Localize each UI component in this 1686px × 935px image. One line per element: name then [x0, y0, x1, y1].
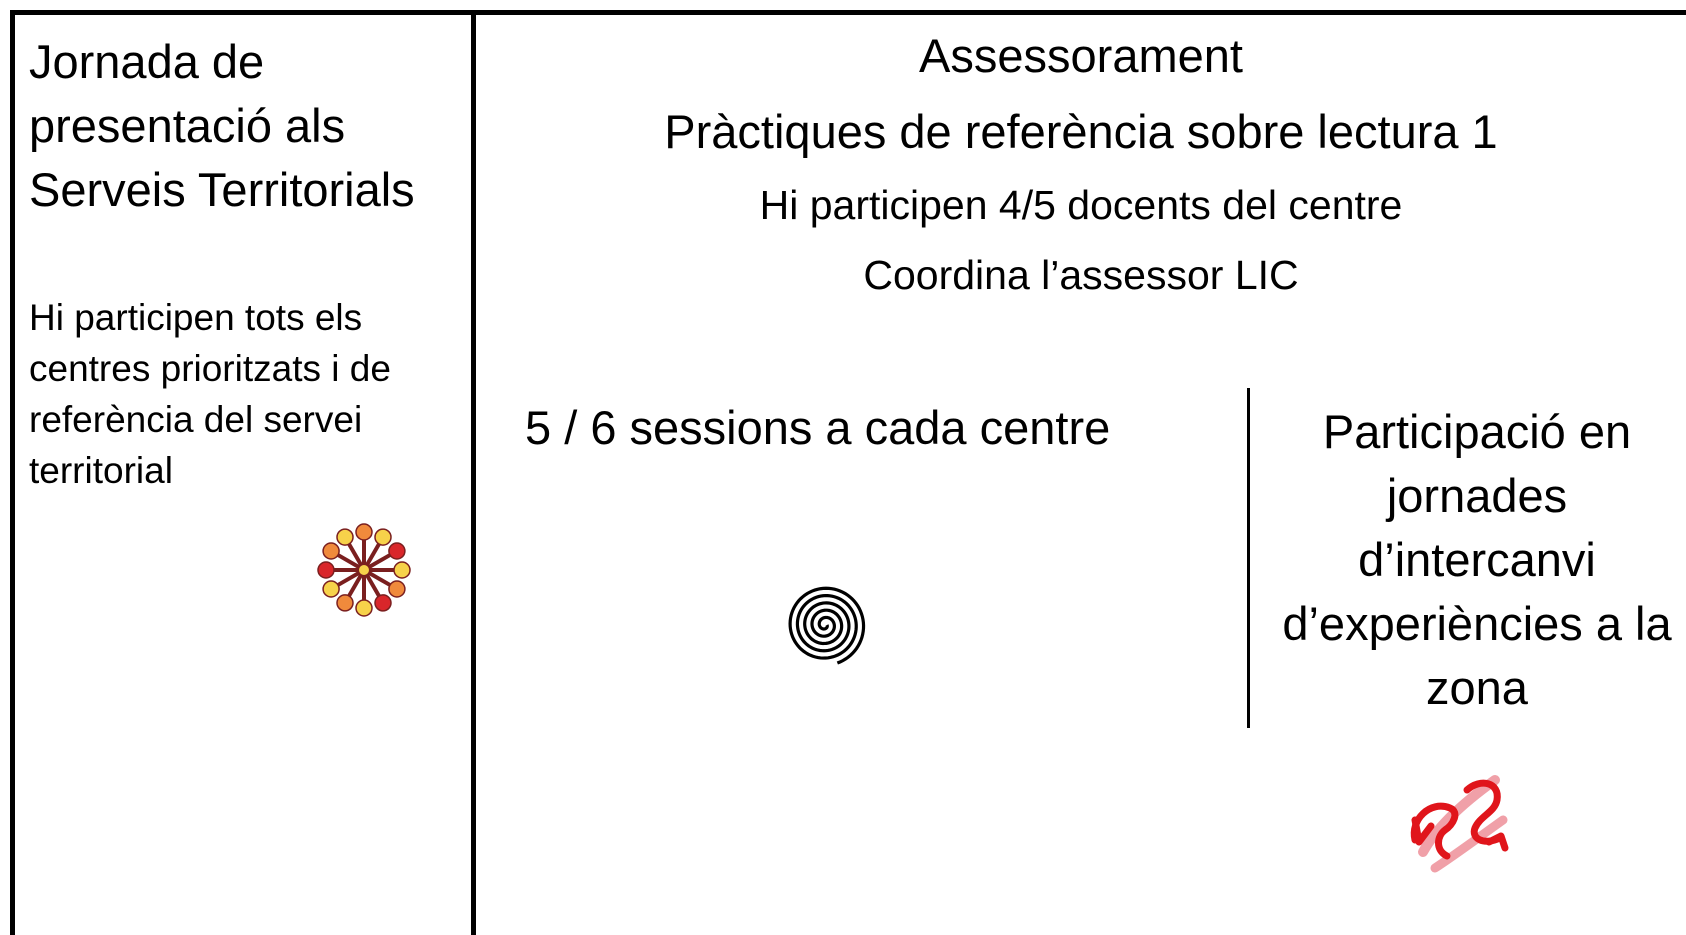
right-subheading: Pràctiques de referència sobre lectura 1	[664, 105, 1498, 158]
diagram-frame	[10, 10, 1686, 935]
exchange-arrows-icon	[1410, 775, 1509, 873]
sessions-text: 5 / 6 sessions a cada centre	[525, 401, 1111, 454]
flower-node	[322, 580, 340, 598]
spiral-icon	[788, 586, 866, 665]
panel-divider	[471, 10, 476, 935]
flower-node	[388, 580, 406, 598]
network-flower-icon	[317, 523, 411, 617]
flower-node	[336, 594, 354, 612]
flower-node	[355, 523, 373, 541]
flower-node	[374, 594, 392, 612]
flower-node	[393, 561, 411, 579]
participants-text: Hi participen 4/5 docents del centre	[759, 182, 1403, 228]
flower-node	[317, 561, 335, 579]
right-heading: Assessorament	[919, 29, 1243, 82]
left-panel-description: Hi participen tots els centres prioritza…	[29, 297, 391, 491]
flower-node	[336, 528, 354, 546]
exchange-text: Participació en jornades d’intercanvi d’…	[1282, 405, 1672, 714]
flower-node	[388, 542, 406, 560]
flower-node	[355, 599, 373, 617]
section-divider	[1247, 388, 1250, 728]
flower-node	[322, 542, 340, 560]
flower-node	[374, 528, 392, 546]
coordinator-text: Coordina l’assessor LIC	[863, 252, 1299, 298]
left-panel-title: Jornada de presentació als Serveis Terri…	[29, 35, 415, 216]
flower-center	[357, 563, 371, 577]
